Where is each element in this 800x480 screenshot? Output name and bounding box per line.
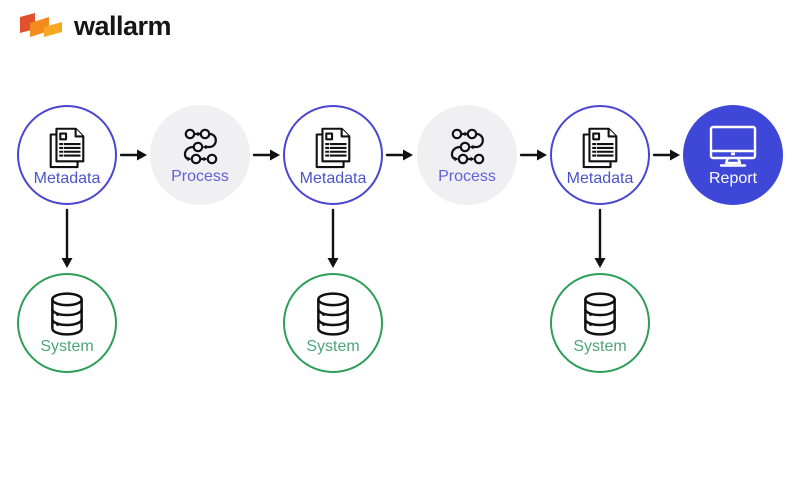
- arrow-down-icon: [594, 208, 606, 268]
- node-label: System: [40, 337, 94, 355]
- node-process-1: Process: [150, 105, 250, 205]
- documents-icon: [577, 123, 623, 169]
- wallarm-logo: wallarm: [20, 10, 172, 42]
- arrow-right-icon: [252, 149, 280, 161]
- database-icon: [311, 291, 355, 337]
- node-label: Process: [171, 167, 229, 185]
- node-system-1: System: [17, 273, 117, 373]
- documents-icon: [44, 123, 90, 169]
- node-system-3: System: [550, 273, 650, 373]
- database-icon: [45, 291, 89, 337]
- arrow-right-icon: [119, 149, 147, 161]
- arrow-right-icon: [519, 149, 547, 161]
- node-metadata-1: Metadata: [17, 105, 117, 205]
- node-process-2: Process: [417, 105, 517, 205]
- node-report: Report: [683, 105, 783, 205]
- arrow-down-icon: [61, 208, 73, 268]
- arrow-right-icon: [385, 149, 413, 161]
- wallarm-logo-text: wallarm: [74, 10, 172, 41]
- node-label: Report: [708, 169, 758, 187]
- arrow-right-icon: [652, 149, 680, 161]
- node-label: System: [573, 337, 627, 355]
- node-label: Metadata: [33, 169, 101, 187]
- workflow-icon: [177, 125, 223, 167]
- node-metadata-2: Metadata: [283, 105, 383, 205]
- node-label: System: [306, 337, 360, 355]
- monitor-icon: [707, 123, 759, 169]
- node-system-2: System: [283, 273, 383, 373]
- node-label: Metadata: [299, 169, 367, 187]
- node-label: Process: [438, 167, 496, 185]
- workflow-icon: [444, 125, 490, 167]
- node-metadata-3: Metadata: [550, 105, 650, 205]
- arrow-down-icon: [327, 208, 339, 268]
- documents-icon: [310, 123, 356, 169]
- database-icon: [578, 291, 622, 337]
- node-label: Metadata: [566, 169, 634, 187]
- wallarm-logo-mark: [20, 13, 62, 37]
